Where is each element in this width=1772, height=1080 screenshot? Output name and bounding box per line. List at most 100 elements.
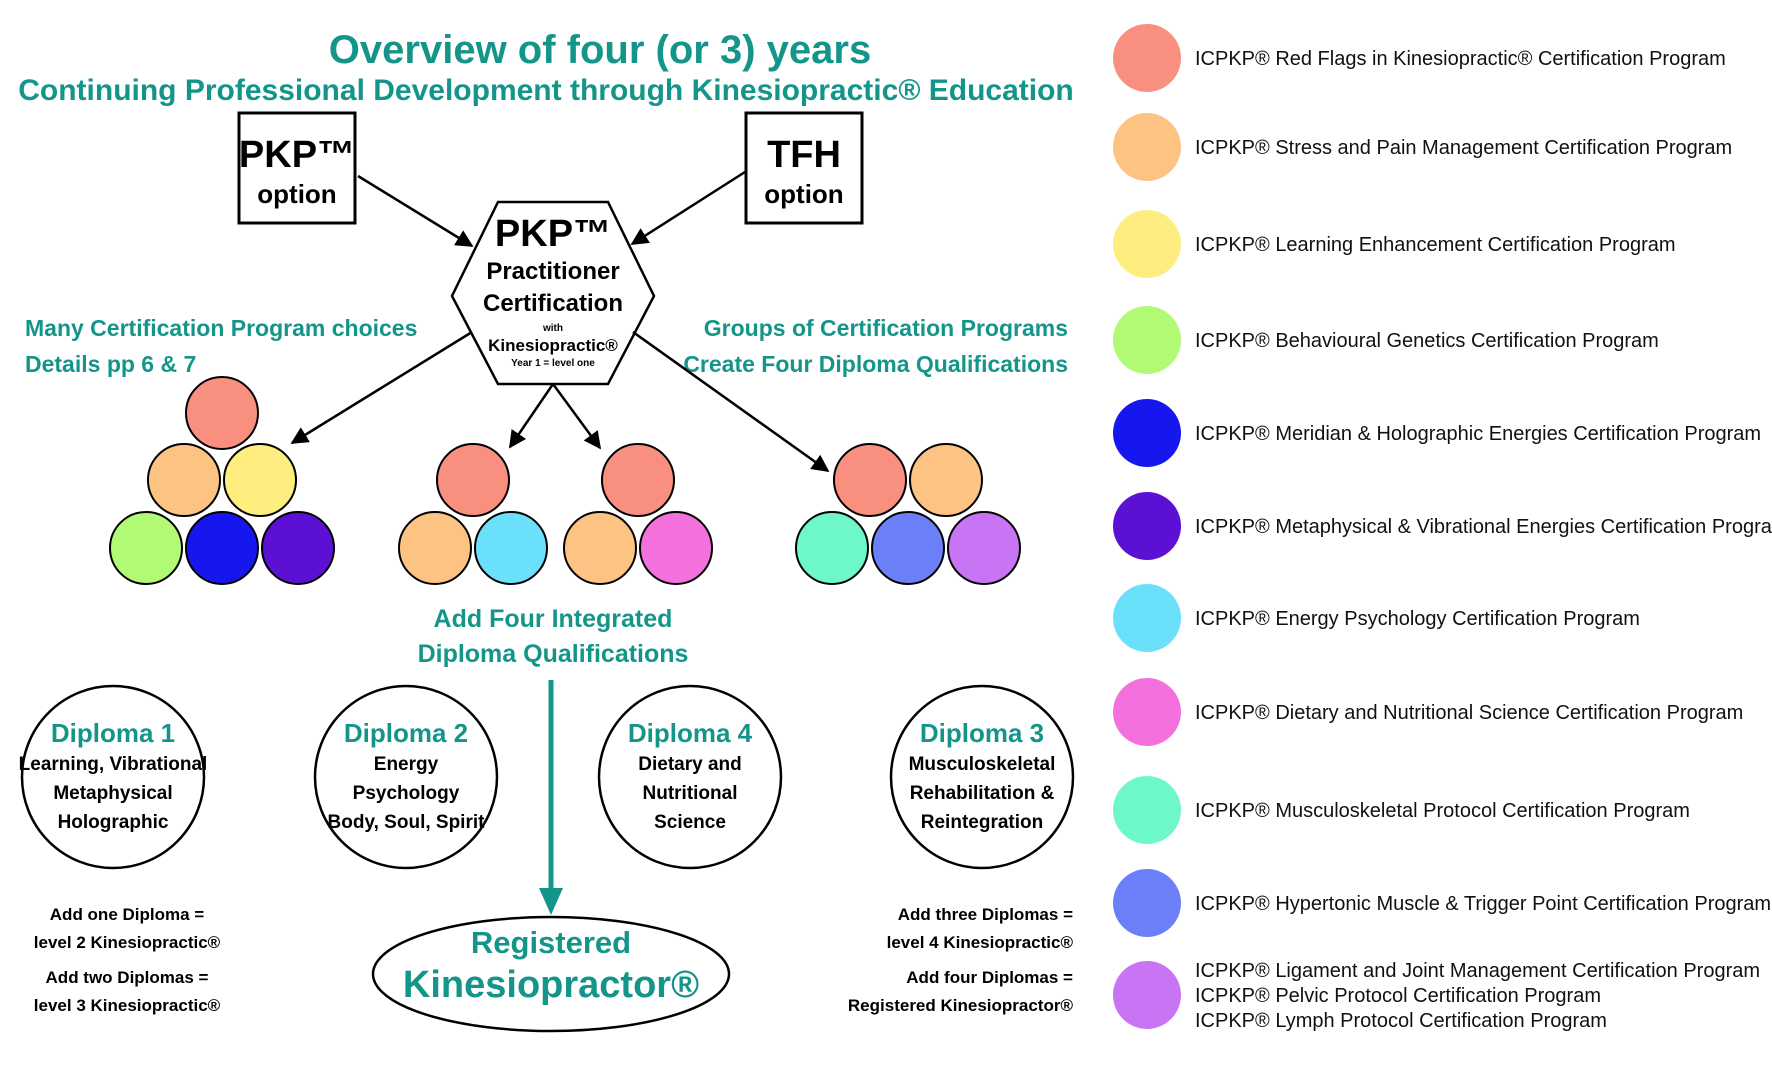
circle-energy-psychology (474, 511, 548, 585)
legend-item: ICPKP® Learning Enhancement Certificatio… (1113, 210, 1676, 278)
pkp-option-main: PKP™ (239, 134, 355, 176)
diploma-line: Learning, Vibrational (19, 754, 208, 775)
legend-swatch (1113, 584, 1181, 652)
legend-swatch (1113, 869, 1181, 937)
legend-label: ICPKP® Red Flags in Kinesiopractic® Cert… (1195, 48, 1726, 70)
circle-stress-pain (398, 511, 472, 585)
legend-item: ICPKP® Metaphysical & Vibrational Energi… (1113, 492, 1772, 560)
diploma-line: Rehabilitation & (910, 783, 1055, 804)
left-note-line2: Details pp 6 & 7 (25, 351, 196, 377)
diploma-line: Musculoskeletal (909, 754, 1056, 775)
legend-label: ICPKP® Lymph Protocol Certification Prog… (1195, 1010, 1607, 1032)
legend-swatch (1113, 113, 1181, 181)
levels-right-line4: Registered Kinesiopractor® (848, 996, 1074, 1015)
levels-right-line3: Add four Diplomas = (906, 968, 1073, 987)
right-note-line2: Create Four Diploma Qualifications (683, 351, 1068, 377)
legend-label: ICPKP® Dietary and Nutritional Science C… (1195, 702, 1743, 724)
diploma-line: Reintegration (921, 812, 1043, 833)
levels-left-line1: Add one Diploma = (50, 905, 205, 924)
diploma-1: Diploma 1 Learning, Vibrational Metaphys… (19, 684, 208, 870)
legend-label: ICPKP® Hypertonic Muscle & Trigger Point… (1195, 893, 1771, 915)
legend-label: ICPKP® Learning Enhancement Certificatio… (1195, 234, 1676, 256)
levels-right-line2: level 4 Kinesiopractic® (887, 933, 1074, 952)
levels-left-line2: level 2 Kinesiopractic® (34, 933, 221, 952)
pkp-option-box: PKP™ option (237, 111, 357, 225)
levels-left-line4: level 3 Kinesiopractic® (34, 996, 221, 1015)
hexagon-line2: Certification (483, 290, 623, 317)
right-note-line1: Groups of Certification Programs (704, 315, 1068, 341)
circle-dietary (639, 511, 713, 585)
circle-learning (223, 443, 297, 517)
legend-swatch (1113, 24, 1181, 92)
legend-swatch (1113, 678, 1181, 746)
legend-label: ICPKP® Energy Psychology Certification P… (1195, 608, 1640, 630)
diploma-line: Metaphysical (53, 783, 172, 804)
program-group-1 (109, 376, 335, 585)
legend-label: ICPKP® Stress and Pain Management Certif… (1195, 137, 1732, 159)
diploma-4: Diploma 4 Dietary and Nutritional Scienc… (597, 684, 783, 870)
circle-musculoskeletal (795, 511, 869, 585)
legend-label: ICPKP® Behavioural Genetics Certificatio… (1195, 330, 1659, 352)
hexagon-brand: Kinesiopractic® (488, 336, 618, 355)
pkp-option-sub: option (257, 179, 336, 209)
hexagon-to-group4-arrow (632, 330, 830, 473)
program-group-3 (563, 443, 713, 585)
registered-line1: Registered (471, 925, 631, 960)
program-group-4 (795, 443, 1021, 585)
diploma-line: Body, Soul, Spirit (328, 812, 486, 833)
tfh-to-hexagon-arrow (630, 170, 746, 246)
legend-item: ICPKP® Meridian & Holographic Energies C… (1113, 399, 1761, 467)
legend-item: ICPKP® Behavioural Genetics Certificatio… (1113, 306, 1659, 374)
hexagon-to-group1-arrow (290, 330, 473, 445)
legend-item: ICPKP® Ligament and Joint Management Cer… (1113, 960, 1760, 1032)
circle-stress-pain (909, 443, 983, 517)
page-title: Overview of four (or 3) years (329, 28, 871, 72)
hexagon-line1: Practitioner (486, 258, 619, 285)
legend-item: ICPKP® Stress and Pain Management Certif… (1113, 113, 1732, 181)
legend-label: ICPKP® Ligament and Joint Management Cer… (1195, 960, 1760, 982)
program-group-2 (398, 443, 548, 585)
diploma-line: Holographic (58, 812, 169, 833)
levels-left-line3: Add two Diplomas = (46, 968, 209, 987)
page-subtitle: Continuing Professional Development thro… (18, 74, 1074, 107)
hexagon-main: PKP™ (495, 213, 611, 255)
integrated-line1: Add Four Integrated (434, 605, 673, 633)
diploma-2: Diploma 2 Energy Psychology Body, Soul, … (313, 684, 499, 870)
diploma-title: Diploma 3 (920, 718, 1044, 748)
legend-swatch (1113, 399, 1181, 467)
legend-label: ICPKP® Meridian & Holographic Energies C… (1195, 423, 1761, 445)
levels-right-line1: Add three Diplomas = (898, 905, 1073, 924)
diploma-line: Energy (374, 754, 439, 775)
program-legend: ICPKP® Red Flags in Kinesiopractic® Cert… (1113, 24, 1772, 1032)
diploma-title: Diploma 1 (51, 718, 175, 748)
registered-line2: Kinesiopractor® (403, 964, 699, 1006)
legend-swatch (1113, 492, 1181, 560)
tfh-option-sub: option (764, 179, 843, 209)
tfh-option-main: TFH (767, 134, 841, 176)
diploma-3: Diploma 3 Musculoskeletal Rehabilitation… (889, 684, 1075, 870)
circle-stress-pain (563, 511, 637, 585)
legend-item: ICPKP® Musculoskeletal Protocol Certific… (1113, 776, 1690, 844)
circle-red-flags (436, 443, 510, 517)
hexagon-small: with (542, 323, 563, 334)
legend-item: ICPKP® Red Flags in Kinesiopractic® Cert… (1113, 24, 1726, 92)
circle-behavioural (109, 511, 183, 585)
legend-swatch (1113, 776, 1181, 844)
circle-meridian (185, 511, 259, 585)
legend-item: ICPKP® Energy Psychology Certification P… (1113, 584, 1640, 652)
practitioner-certification-hexagon: PKP™ Practitioner Certification with Kin… (450, 200, 656, 386)
integrated-line2: Diploma Qualifications (418, 640, 689, 668)
circle-hypertonic (871, 511, 945, 585)
legend-label: ICPKP® Pelvic Protocol Certification Pro… (1195, 985, 1601, 1007)
hexagon-to-group3-arrow (551, 383, 602, 450)
hexagon-year: Year 1 = level one (511, 358, 595, 369)
circle-ligament (947, 511, 1021, 585)
legend-swatch (1113, 306, 1181, 374)
diploma-line: Psychology (353, 783, 460, 804)
circle-red-flags (185, 376, 259, 450)
registered-kinesiopractor-ellipse: Registered Kinesiopractor® (371, 915, 731, 1033)
pkp-to-hexagon-arrow (357, 174, 474, 248)
legend-swatch (1113, 210, 1181, 278)
legend-swatch (1113, 961, 1181, 1029)
